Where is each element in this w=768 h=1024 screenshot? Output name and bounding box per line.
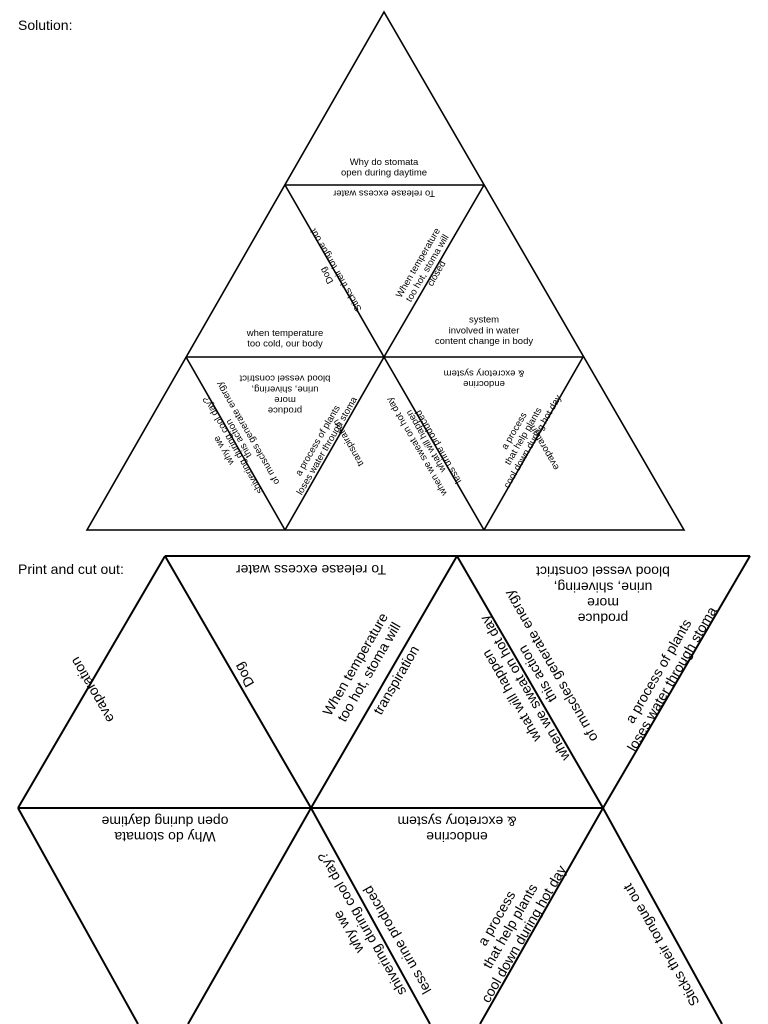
sol-top-bottom-edge-line-1: To release excess water xyxy=(333,188,435,199)
sol-botright-top-edge-line-2: & excretory system xyxy=(444,367,525,378)
cutout-edge-6 xyxy=(17,807,139,1024)
sol-botright-top-edge: endocrine& excretory system xyxy=(444,367,525,389)
sol-midright-bottom-line-2: involved in water xyxy=(449,325,520,336)
sol-midleft-bottom-line-1: when temperature xyxy=(246,328,324,339)
solution-outer-triangle xyxy=(85,10,686,531)
cut-t1: evaporation xyxy=(67,654,117,725)
cut-t4-top: producemoreurine, shivering,blood vessel… xyxy=(536,564,670,627)
sol-midright-bottom-line-1: system xyxy=(469,315,499,326)
sol-midleft-right-edge: When temperaturetoo hot, stoma willclose… xyxy=(394,226,461,310)
cut-t5-top-line-1: Why do stomata xyxy=(114,829,215,845)
cutout-heading: Print and cut out: xyxy=(18,561,124,577)
sol-botleft-top-edge-line-1: produce xyxy=(268,405,302,416)
solution-diag-2 xyxy=(383,184,485,358)
cut-t6-top: endocrine& excretory system xyxy=(397,813,516,845)
cut-t1-line-1: evaporation xyxy=(67,654,117,725)
cutout-edge-4 xyxy=(456,555,604,809)
sol-botleft-top-edge-line-3: urine, shivering, xyxy=(251,383,318,394)
solution-diag-1 xyxy=(284,184,385,358)
sol-botmid-left-edge: transpiration xyxy=(331,417,367,468)
sol-midleft-bottom-line-2: too cold, our body xyxy=(247,339,323,350)
cut-t4-top-line-4: blood vessel constrict xyxy=(536,564,670,580)
sol-botmid-left-edge-line-1: transpiration xyxy=(331,417,367,468)
solution-diag-3 xyxy=(185,356,286,531)
cutout-strip xyxy=(17,555,751,1024)
cutout-edge-10 xyxy=(602,807,723,1024)
cut-t6-top-line-2: & excretory system xyxy=(397,813,516,829)
cutout-edge-9 xyxy=(479,807,604,1024)
cut-t7-right: a processthat help plantscool down durin… xyxy=(450,847,569,1005)
solution-diag-6 xyxy=(483,356,584,531)
cut-t5-top: Why do stomataopen during daytime xyxy=(101,813,228,845)
sol-botmid-right-edge: when we sweat on hot daywhat will happen xyxy=(384,389,459,498)
sol-botleft-top-edge-line-2: more xyxy=(274,394,296,405)
sol-midleft-left-edge-line-2: Sticks their tongue out xyxy=(308,226,365,313)
sol-midleft-left-edge: DogSticks their tongue out xyxy=(299,226,365,319)
cut-t6-top-line-1: endocrine xyxy=(426,829,488,845)
cut-t5-top-line-2: open during daytime xyxy=(101,813,228,829)
cutout-labels: evaporation To release excess water Dog … xyxy=(67,562,720,1009)
cut-t8-right: Sticks their tongue out xyxy=(619,881,702,1009)
sol-apex-line-2: open during daytime xyxy=(341,168,427,179)
cut-t2-top: To release excess water xyxy=(236,562,387,578)
sol-botleft-top-edge-line-4: blood vessel constrict xyxy=(239,373,330,384)
sol-botright-left-edge: a processthat help plantscool down durin… xyxy=(483,382,564,490)
cutout-edge-3 xyxy=(310,555,458,809)
cutout-edge-7 xyxy=(187,807,312,1024)
cut-t2-left: Dog xyxy=(231,660,258,690)
solution-diag-5 xyxy=(383,356,485,531)
cutout-edge-1 xyxy=(17,555,166,809)
sol-midright-bottom-line-3: content change in body xyxy=(435,336,533,347)
cut-t4-top-line-3: urine, shivering, xyxy=(554,579,653,595)
sol-botright-top-edge-line-1: endocrine xyxy=(463,378,505,389)
solution-pyramid xyxy=(85,10,686,531)
solution-diag-4 xyxy=(284,356,385,531)
cutout-edge-5 xyxy=(602,555,751,809)
sol-botleft-top-edge: producemoreurine, shivering,blood vessel… xyxy=(239,373,330,416)
cut-t4-right-line-2: loses water through stoma xyxy=(624,604,720,754)
sol-top-bottom-edge: To release excess water xyxy=(333,188,435,199)
cutout-edge-2 xyxy=(164,555,312,809)
cut-t2-top-line-1: To release excess water xyxy=(236,562,387,578)
cut-t4-top-line-1: produce xyxy=(577,611,628,627)
cut-t2-left-line-1: Dog xyxy=(231,660,258,690)
cutout-edge-8 xyxy=(310,807,431,1024)
solution-heading: Solution: xyxy=(18,17,73,33)
cut-t4-top-line-2: more xyxy=(587,595,619,611)
sol-apex-line-1: Why do stomata xyxy=(350,157,419,168)
cut-t8-right-line-1: Sticks their tongue out xyxy=(619,881,702,1009)
